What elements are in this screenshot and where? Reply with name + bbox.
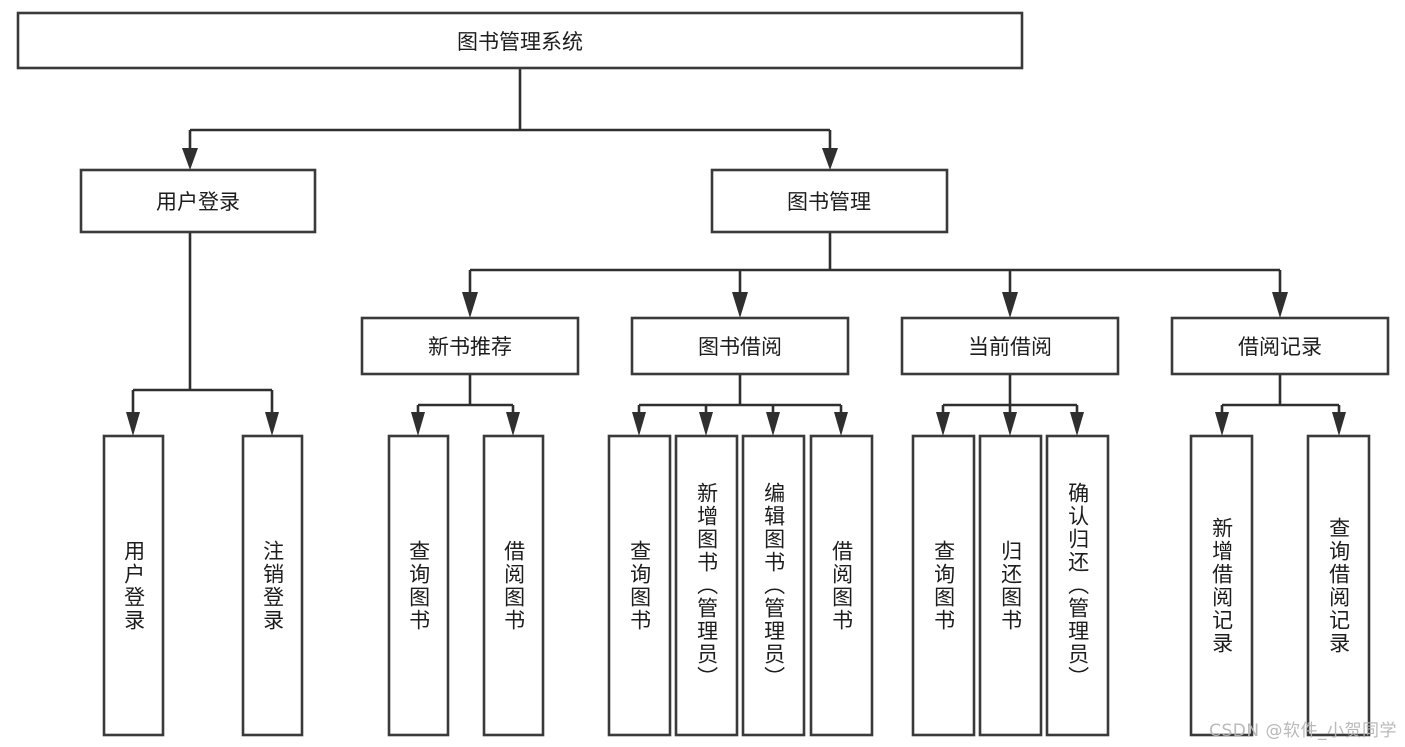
node-borrow-record[interactable] bbox=[1170, 316, 1390, 376]
node-leaf-query-book-1[interactable] bbox=[387, 434, 450, 737]
arrow-to-leaf-edit-book bbox=[766, 412, 780, 436]
connector-layer bbox=[126, 68, 1346, 436]
arrow-to-current-borrow bbox=[1002, 292, 1018, 318]
arrow-to-leaf-query-book-2 bbox=[632, 412, 646, 436]
node-current-borrow-label: 当前借阅 bbox=[968, 335, 1052, 359]
arrow-to-book-borrow bbox=[732, 292, 748, 318]
node-leaf-user-login[interactable] bbox=[102, 434, 165, 737]
node-book-borrow[interactable] bbox=[630, 316, 850, 376]
arrow-to-leaf-return-book bbox=[1003, 412, 1017, 436]
node-book-borrow-label: 图书借阅 bbox=[698, 335, 782, 359]
node-leaf-logout[interactable] bbox=[241, 434, 304, 737]
arrow-to-book-manage bbox=[822, 148, 838, 170]
arrow-to-borrow-record bbox=[1272, 292, 1288, 318]
arrow-to-leaf-user-login bbox=[126, 412, 140, 436]
node-leaf-return-book[interactable] bbox=[978, 434, 1043, 737]
arrow-to-leaf-query-book-1 bbox=[411, 412, 425, 436]
node-new-book-recommend[interactable] bbox=[360, 316, 580, 376]
node-borrow-record-label: 借阅记录 bbox=[1238, 335, 1322, 359]
node-user-login[interactable] bbox=[79, 168, 317, 234]
node-root[interactable] bbox=[16, 11, 1024, 70]
node-leaf-confirm-return[interactable] bbox=[1045, 434, 1110, 737]
node-root-label: 图书管理系统 bbox=[457, 30, 583, 54]
arrow-to-leaf-query-record bbox=[1332, 412, 1346, 436]
arrow-to-user-login bbox=[182, 148, 198, 170]
node-leaf-borrow-book-1[interactable] bbox=[482, 434, 545, 737]
arrow-to-leaf-borrow-book-2 bbox=[834, 412, 848, 436]
csdn-watermark: CSDN @软件_小贺同学 bbox=[1209, 721, 1397, 741]
arrow-to-leaf-confirm-return bbox=[1070, 412, 1084, 436]
node-book-manage-label: 图书管理 bbox=[787, 190, 871, 214]
node-leaf-borrow-book-2[interactable] bbox=[809, 434, 874, 737]
arrow-to-leaf-borrow-book-1 bbox=[506, 412, 520, 436]
arrow-to-leaf-query-book-3 bbox=[936, 412, 950, 436]
arrow-to-leaf-logout bbox=[265, 412, 279, 436]
node-book-manage[interactable] bbox=[710, 168, 949, 234]
node-layer: 图书管理系统 用户登录 图书管理 新书推荐 图书借阅 当前借阅 借阅记录 bbox=[16, 11, 1390, 737]
node-leaf-add-record[interactable] bbox=[1189, 434, 1254, 737]
node-leaf-query-book-3[interactable] bbox=[911, 434, 976, 737]
arrow-to-leaf-add-record bbox=[1215, 412, 1229, 436]
node-leaf-add-book[interactable] bbox=[674, 434, 739, 737]
node-new-book-recommend-label: 新书推荐 bbox=[428, 335, 512, 359]
arrow-to-leaf-add-book bbox=[699, 412, 713, 436]
arrow-to-new-book-recommend bbox=[462, 292, 478, 318]
node-leaf-edit-book[interactable] bbox=[741, 434, 806, 737]
node-user-login-label: 用户登录 bbox=[156, 190, 240, 214]
node-leaf-query-book-2[interactable] bbox=[607, 434, 672, 737]
node-leaf-query-record[interactable] bbox=[1306, 434, 1371, 737]
node-current-borrow[interactable] bbox=[900, 316, 1120, 376]
